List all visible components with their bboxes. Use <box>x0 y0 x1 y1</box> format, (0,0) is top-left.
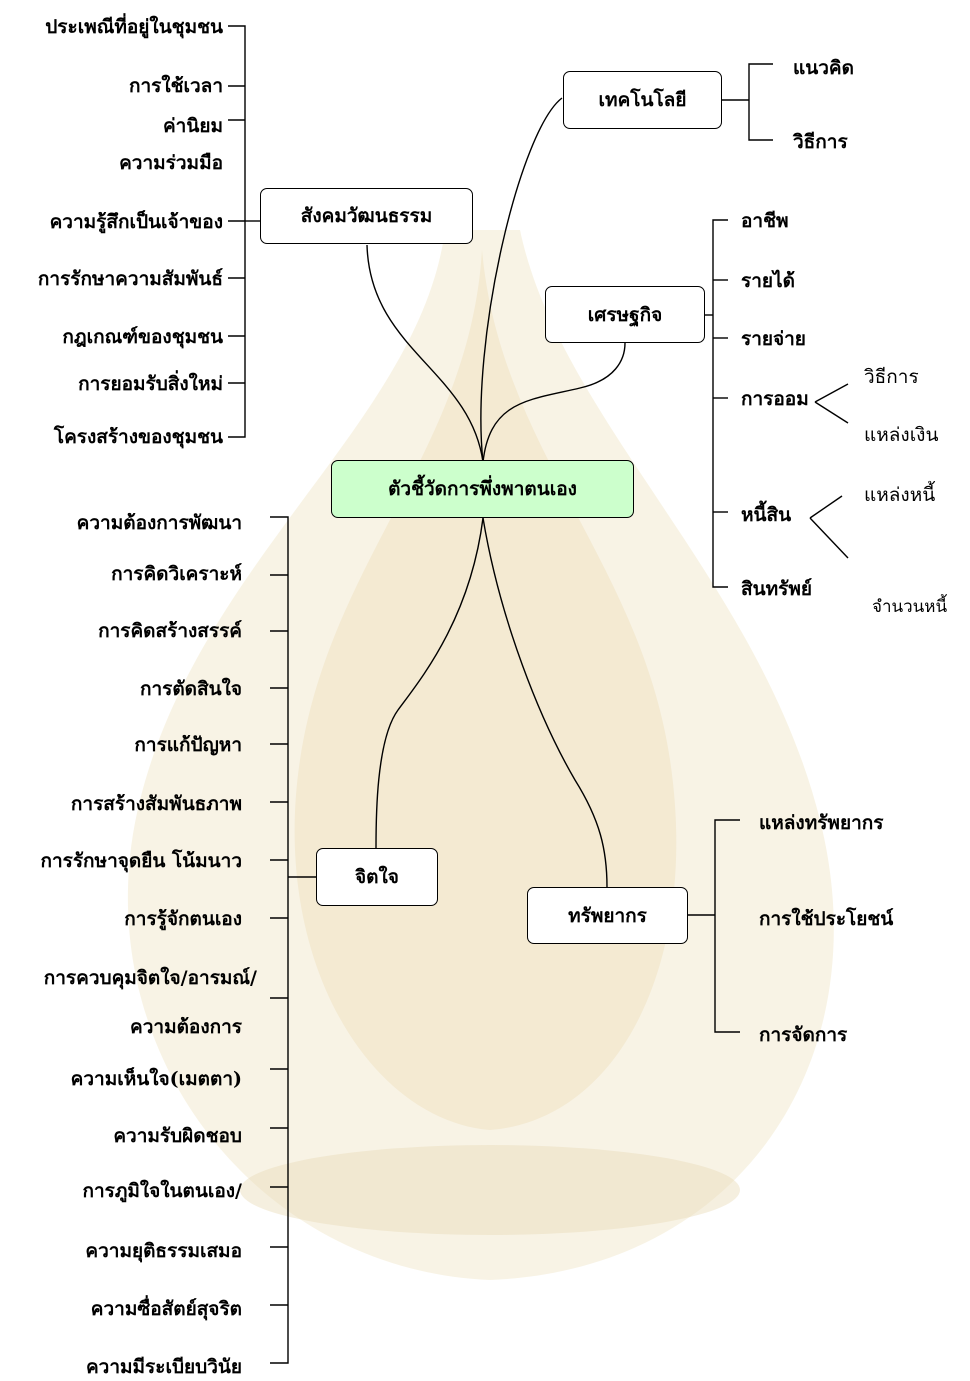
mind-item: ความเห็นใจ(เมตตา) <box>70 1068 242 1090</box>
mind-item: การรู้จักตนเอง <box>124 908 242 930</box>
economy-item: หนี้สิน <box>741 504 792 526</box>
saving-sub-item: แหล่งเงิน <box>864 424 939 446</box>
resources-item: แหล่งทรัพยากร <box>759 812 884 834</box>
branch-society: สังคมวัฒนธรรม <box>260 188 473 244</box>
mind-item: การคิดสร้างสรรค์ <box>98 620 242 642</box>
mind-item: ความต้องการพัฒนา <box>76 512 242 534</box>
debt-sub-item: แหล่งหนี้ <box>864 484 936 506</box>
mind-item: การควบคุมจิตใจ/อารมณ์/ <box>43 967 257 989</box>
technology-item: แนวคิด <box>793 57 854 79</box>
society-item: การใช้เวลา <box>128 75 223 97</box>
mind-item: การแก้ปัญหา <box>134 734 242 756</box>
society-item: ประเพณีที่อยู่ในชุมชน <box>45 16 223 38</box>
branch-economy: เศรษฐกิจ <box>545 286 705 343</box>
mind-item: การสร้างสัมพันธภาพ <box>70 793 242 815</box>
mind-item: การภูมิใจในตนเอง/ <box>82 1180 242 1202</box>
society-item: โครงสร้างของชุมชน <box>53 426 223 448</box>
mind-item: ความซื่อสัตย์สุจริต <box>90 1298 242 1320</box>
society-item: ความร่วมมือ <box>119 152 223 174</box>
society-item: ความรู้สึกเป็นเจ้าของ <box>49 211 223 233</box>
resources-item: การใช้ประโยชน์ <box>759 908 894 930</box>
saving-sub-item: วิธีการ <box>864 366 919 388</box>
mind-item: การรักษาจุดยืน โน้มนาว <box>40 850 242 872</box>
mind-item: ความมีระเบียบวินัย <box>85 1356 242 1378</box>
branch-mind: จิตใจ <box>316 848 438 906</box>
center-node: ตัวชี้วัดการพึ่งพาตนเอง <box>331 460 634 518</box>
mind-item: การตัดสินใจ <box>139 678 242 700</box>
technology-item: วิธีการ <box>793 131 848 153</box>
economy-item: อาชีพ <box>741 210 789 232</box>
branch-technology: เทคโนโลยี <box>563 71 722 129</box>
economy-item: รายได้ <box>741 270 795 292</box>
debt-sub-item: จำนวนหนี้ <box>872 597 948 617</box>
society-item: ค่านิยม <box>162 115 223 137</box>
economy-item: สินทรัพย์ <box>741 578 812 600</box>
society-item: การยอมรับสิ่งใหม่ <box>78 373 223 395</box>
resources-item: การจัดการ <box>759 1024 848 1046</box>
mind-item: ความยุติธรรมเสมอ <box>85 1240 242 1262</box>
society-item: กฎเกณฑ์ของชุมชน <box>62 326 223 348</box>
economy-item: การออม <box>741 388 809 410</box>
mind-item: ความรับผิดชอบ <box>113 1125 242 1147</box>
mind-item: ความต้องการ <box>130 1016 242 1038</box>
society-item: การรักษาความสัมพันธ์ <box>37 268 223 290</box>
mind-item: การคิดวิเคราะห์ <box>111 563 242 585</box>
branch-resources: ทรัพยากร <box>527 887 688 944</box>
economy-item: รายจ่าย <box>741 328 806 350</box>
